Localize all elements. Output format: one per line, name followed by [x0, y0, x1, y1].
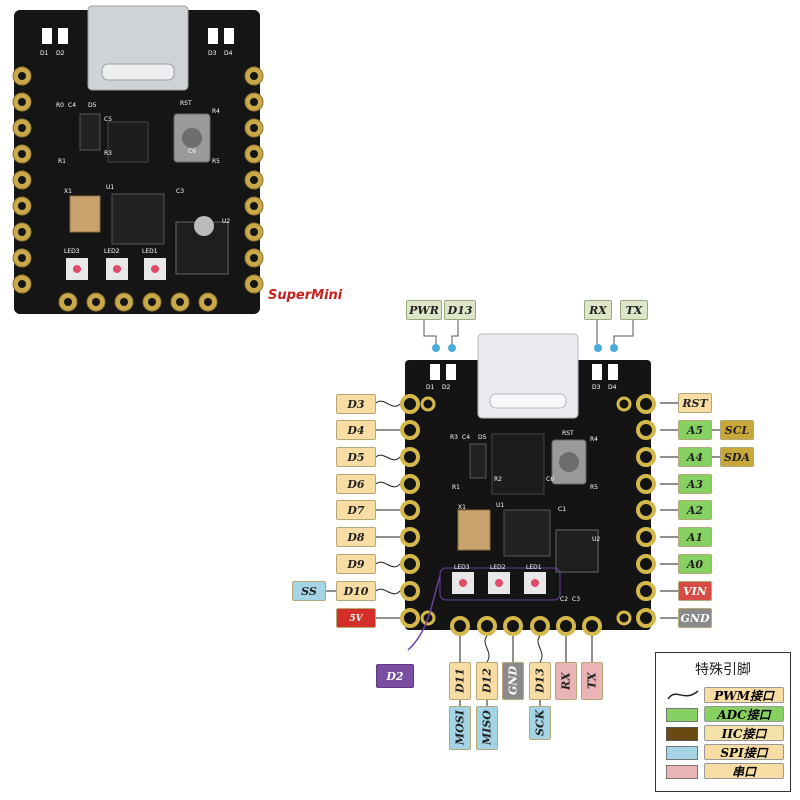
pin-d9: D9: [336, 554, 376, 574]
board-silk-c6: C6: [546, 476, 555, 483]
board-silk-r1: R1: [452, 484, 460, 491]
board-silk-d1: D1: [426, 384, 435, 391]
silk-r5: R5: [212, 158, 220, 165]
silk-d1: D1: [40, 50, 49, 57]
legend-uart-swatch: [666, 765, 698, 779]
pin-vin: VIN: [678, 581, 712, 601]
supermini-board-photo: D1 D2 D3 D4 R0 C4 D5 RST R4 C5 R3 R1 C6 …: [8, 4, 268, 318]
label-sda: SDA: [720, 447, 754, 467]
silk-r1: R1: [58, 158, 66, 165]
board-silk-x1: X1: [458, 504, 466, 511]
pin-d12: D12: [476, 662, 498, 700]
label-rx-top: RX: [584, 300, 612, 320]
silk-c4: C4: [68, 102, 77, 109]
silk-led3: LED3: [64, 248, 80, 255]
label-pwr: PWR: [406, 300, 442, 320]
board-silk-led1: LED1: [526, 564, 542, 571]
pin-d4: D4: [336, 420, 376, 440]
silk-r3: R3: [104, 150, 112, 157]
silk-d3: D3: [208, 50, 217, 57]
legend-iic-swatch: [666, 727, 698, 741]
silk-d4: D4: [224, 50, 233, 57]
silk-x1: X1: [64, 188, 72, 195]
silk-d5: D5: [88, 102, 97, 109]
pin-a4: A4: [678, 447, 712, 467]
pwm-wave-icon: [667, 690, 699, 700]
pin-d5: D5: [336, 447, 376, 467]
board-silk-r3: R3: [450, 434, 458, 441]
pin-d8: D8: [336, 527, 376, 547]
board-silk-d2: D2: [442, 384, 451, 391]
pin-rst: RST: [678, 393, 712, 413]
pin-d7: D7: [336, 500, 376, 520]
silk-c3: C3: [176, 188, 185, 195]
pin-d10: D10: [336, 581, 376, 601]
silk-r4: R4: [212, 108, 220, 115]
label-d13-top: D13: [444, 300, 476, 320]
legend-iic: IIC接口: [704, 725, 784, 741]
silk-c6: C6: [188, 148, 197, 155]
board-silk-rst: RST: [562, 430, 574, 437]
legend-box: 特殊引脚 PWM接口 ADC接口 IIC接口 SPI接口 串口: [655, 652, 791, 792]
board-silk-d4: D4: [608, 384, 617, 391]
board-silk-c1: C1: [558, 506, 567, 513]
pin-a3: A3: [678, 474, 712, 494]
pin-gnd-bottom: GND: [502, 662, 524, 700]
pin-d13-bottom: D13: [529, 662, 551, 700]
board-silk-led2: LED2: [490, 564, 506, 571]
label-mosi: MOSI: [449, 706, 471, 750]
label-ss: SS: [292, 581, 326, 601]
silk-led2: LED2: [104, 248, 120, 255]
legend-pwm: PWM接口: [704, 687, 784, 703]
legend-uart: 串口: [704, 763, 784, 779]
board-photo-graphic: [12, 5, 264, 314]
board-silk-r4: R4: [590, 436, 598, 443]
silk-r0: R0: [56, 102, 64, 109]
pin-gnd-right: GND: [678, 608, 712, 628]
silk-u2: U2: [222, 218, 231, 225]
board-silk-r5: R5: [590, 484, 598, 491]
board-silk-c2: C2: [560, 596, 569, 603]
pin-d3: D3: [336, 394, 376, 414]
silk-c5: C5: [104, 116, 113, 123]
board-silk-c4: C4: [462, 434, 471, 441]
label-scl: SCL: [720, 420, 754, 440]
board-silk-u2: U2: [592, 536, 601, 543]
label-miso: MISO: [476, 706, 498, 750]
legend-adc-swatch: [666, 708, 698, 722]
label-d2: D2: [376, 664, 414, 688]
legend-spi: SPI接口: [704, 744, 784, 760]
silk-u1: U1: [106, 184, 115, 191]
board-silk-c3: C3: [572, 596, 581, 603]
board-silk-d3: D3: [592, 384, 601, 391]
silk-d2: D2: [56, 50, 65, 57]
board-silk-u1: U1: [496, 502, 505, 509]
silk-led1: LED1: [142, 248, 158, 255]
pin-a5: A5: [678, 420, 712, 440]
board-silk-d5: D5: [478, 434, 487, 441]
pin-a2: A2: [678, 500, 712, 520]
pin-tx: TX: [581, 662, 603, 700]
legend-spi-swatch: [666, 746, 698, 760]
board-silk-r2: R2: [494, 476, 502, 483]
board-silk-led3: LED3: [454, 564, 470, 571]
silk-rst: RST: [180, 100, 192, 107]
legend-adc: ADC接口: [704, 706, 784, 722]
pin-a0: A0: [678, 554, 712, 574]
pin-rx: RX: [555, 662, 577, 700]
brand-label: SuperMini: [268, 288, 343, 303]
pin-d6: D6: [336, 474, 376, 494]
legend-title: 特殊引脚: [695, 662, 751, 678]
label-sck: SCK: [529, 706, 551, 740]
label-tx-top: TX: [620, 300, 648, 320]
pin-5v: 5V: [336, 608, 376, 628]
pin-a1: A1: [678, 527, 712, 547]
pin-d11: D11: [449, 662, 471, 700]
